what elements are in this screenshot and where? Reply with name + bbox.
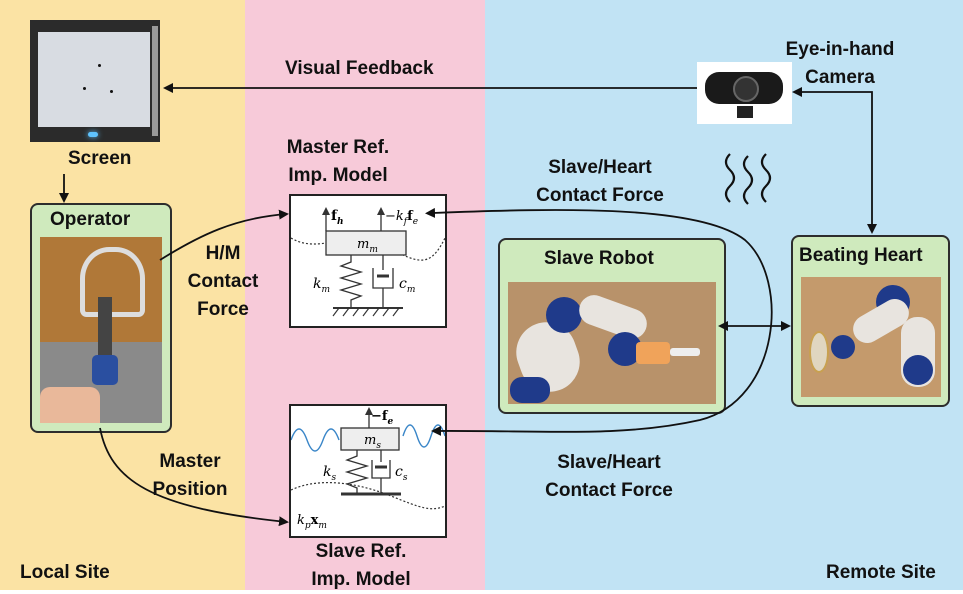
master-mass [325, 230, 407, 256]
operator-label: Operator [50, 209, 131, 230]
slave-damper-label: cs [395, 464, 408, 483]
webcam-icon [697, 62, 792, 124]
slave-robot-box: Slave Robot [498, 238, 726, 414]
slave-fe-label: −fe [371, 409, 394, 427]
slave-mass-label: ms [364, 433, 381, 451]
visual-feedback-label: Visual Feedback [285, 58, 434, 79]
beating-heart-label: Beating Heart [799, 245, 923, 266]
camera-label-line2: Camera [805, 67, 875, 88]
hm-contact-force-line2: Contact [187, 271, 259, 292]
screen-label: Screen [68, 148, 132, 169]
master-damper-label: cm [399, 276, 415, 295]
master-mass-label: mm [357, 237, 378, 255]
local-site-label: Local Site [20, 562, 110, 583]
master-position-label: Master Position [135, 448, 245, 504]
slave-heart-force-bottom: Slave/Heart Contact Force [524, 449, 694, 505]
slave-spring-label: ks [323, 464, 336, 483]
slave-heart-force-bottom-line2: Contact Force [545, 480, 673, 501]
slave-heart-force-loop [425, 207, 773, 436]
master-ref-title: Master Ref. Imp. Model [282, 134, 394, 190]
heartbeat-waves-icon [724, 153, 772, 205]
slave-ref-model-box [289, 404, 447, 538]
master-fh-label: fh [331, 208, 344, 227]
master-spring-label: km [313, 276, 330, 295]
slave-heart-force-top-line1: Slave/Heart [548, 157, 652, 178]
slave-mass [340, 427, 400, 451]
master-ref-title-line1: Master Ref. [286, 137, 390, 158]
master-ref-model-diagram: fh −kffe mm km cm [291, 207, 445, 317]
slave-heart-force-top: Slave/Heart Contact Force [515, 154, 685, 210]
screen-monitor [30, 20, 160, 142]
slave-ref-title-line1: Slave Ref. [315, 541, 407, 562]
beating-heart-photo [801, 277, 941, 397]
slave-kp-xm-label: kpxm [297, 513, 327, 531]
slave-robot-label: Slave Robot [544, 248, 654, 269]
slave-ref-title: Slave Ref. Imp. Model [296, 538, 426, 594]
camera-heart-arrow [792, 87, 877, 234]
slave-ref-model-diagram: −fe ms ks cs kpxm [291, 407, 445, 531]
remote-site-label: Remote Site [826, 562, 936, 583]
master-position-line2: Position [152, 479, 228, 500]
master-ref-title-line2: Imp. Model [288, 165, 388, 186]
hm-contact-force-line1: H/M [205, 243, 241, 264]
master-position-line1: Master [159, 451, 221, 472]
slave-heart-force-top-line2: Contact Force [536, 185, 664, 206]
slave-robot-photo [508, 282, 716, 404]
master-ref-model-box [289, 194, 447, 328]
operator-photo [40, 237, 162, 423]
master-kf-fe-label: −kffe [385, 209, 418, 227]
operator-box: Operator [30, 203, 172, 433]
slave-ref-title-line2: Imp. Model [311, 569, 411, 590]
hm-force-arrow [159, 209, 289, 261]
slave-heart-force-bottom-line1: Slave/Heart [557, 452, 661, 473]
screen-display [38, 32, 150, 127]
hm-contact-force-label: H/M Contact Force [168, 240, 278, 324]
beating-heart-box: Beating Heart [791, 235, 950, 407]
camera-label-line1: Eye-in-hand [785, 39, 895, 60]
hm-contact-force-line3: Force [197, 299, 249, 320]
camera-label: Eye-in-hand Camera [770, 36, 910, 92]
master-position-arrow [99, 427, 289, 527]
